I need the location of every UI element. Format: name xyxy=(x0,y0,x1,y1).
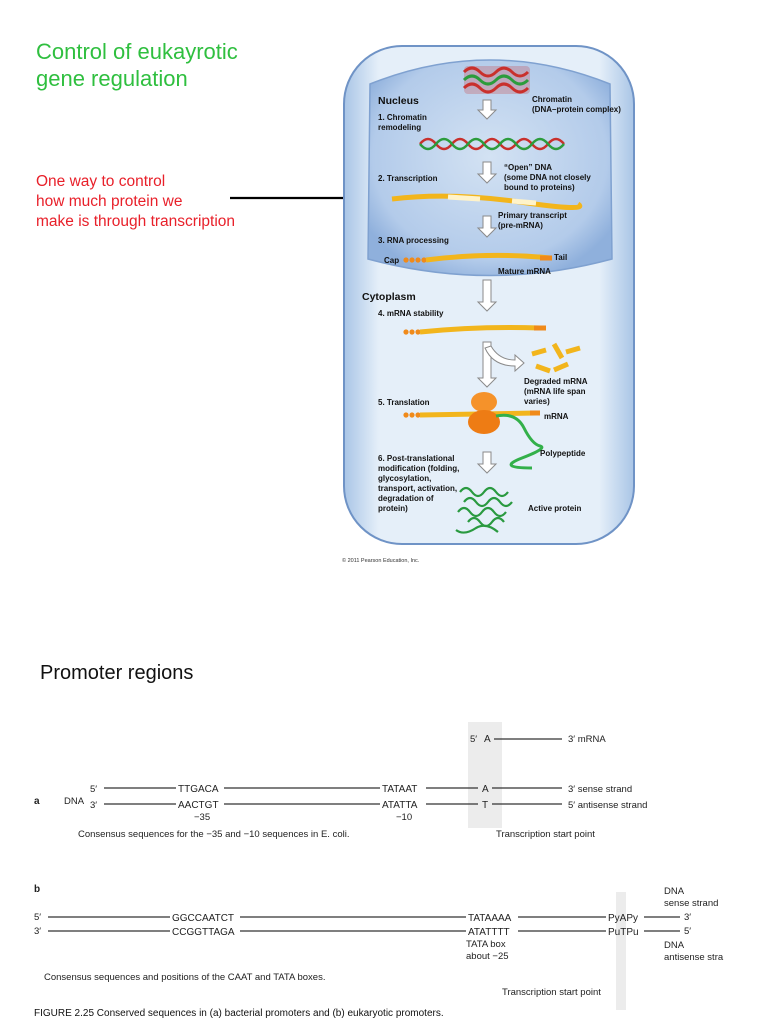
panel-b-dna-bottom: DNA xyxy=(664,940,685,951)
mature-mrna xyxy=(403,252,552,263)
side-note-line-3: make is through transcription xyxy=(36,213,236,230)
step-6-label-3: glycosylation, xyxy=(378,474,431,483)
polypeptide-chain xyxy=(495,413,544,470)
open-dna-label-2: (some DNA not closely xyxy=(504,173,591,182)
open-dna-label: “Open” DNA xyxy=(504,163,552,172)
ribosome xyxy=(471,392,497,412)
open-dna-label-3: bound to proteins) xyxy=(504,183,575,192)
section-title-promoter: Promoter regions xyxy=(40,662,194,684)
seq-putpu: PuTPu xyxy=(608,927,639,938)
title-line-2: gene regulation xyxy=(36,66,188,91)
degraded-mrna-label: Degraded mRNA xyxy=(524,377,588,386)
side-note-line-2: how much protein we xyxy=(36,193,183,210)
flow-arrow-2 xyxy=(476,161,498,184)
seq-tataaaa: TATAAAA xyxy=(468,913,512,924)
seq-atatta: ATATTA xyxy=(382,800,418,811)
nucleus-label: Nucleus xyxy=(378,95,419,107)
copyright: © 2011 Pearson Education, Inc. xyxy=(342,557,420,564)
flow-arrow-3 xyxy=(476,215,498,238)
minus-10-label: −10 xyxy=(396,812,412,823)
tsp-band-b xyxy=(616,892,626,1010)
open-dna xyxy=(419,137,565,151)
step-2-label: 2. Transcription xyxy=(378,174,438,183)
flow-arrow-degrade xyxy=(484,345,525,373)
seq-atatttt: ATATTTT xyxy=(468,927,510,938)
cell-diagram: Nucleus Chromatin (DNA–protein complex) … xyxy=(342,45,635,564)
cytoplasm-mrna xyxy=(403,325,546,335)
tata-box-label: TATA box xyxy=(466,939,506,950)
degraded-mrna-fragments xyxy=(531,342,581,374)
seq-ccggttaga: CCGGTTAGA xyxy=(172,927,235,938)
step-6-label-6: protein) xyxy=(378,504,408,513)
step-6-label-4: transport, activation, xyxy=(378,484,457,493)
mrna-label: mRNA xyxy=(544,412,569,421)
side-note: One way to control how much protein we m… xyxy=(36,172,235,232)
primary-transcript-label-2: (pre-mRNA) xyxy=(498,221,543,230)
mature-mrna-label: Mature mRNA xyxy=(498,267,551,276)
primary-transcript-label: Primary transcript xyxy=(498,211,567,220)
minus-35-label: −35 xyxy=(194,812,210,823)
step-5-label: 5. Translation xyxy=(378,398,430,407)
step-1-label: 1. Chromatin xyxy=(378,113,427,122)
seq-aactgt: AACTGT xyxy=(178,800,219,811)
step-6-label-2: modification (folding, xyxy=(378,464,459,473)
cytoplasm-label: Cytoplasm xyxy=(362,291,416,303)
chromatin-label: Chromatin xyxy=(532,95,572,104)
polypeptide-label: Polypeptide xyxy=(540,449,586,458)
step-1-label-2: remodeling xyxy=(378,123,421,132)
panel-b-5-prime: 5′ xyxy=(34,912,41,923)
panel-b-end-5-prime: 5′ xyxy=(684,926,691,937)
step-3-label: 3. RNA processing xyxy=(378,236,449,245)
active-protein-icon xyxy=(455,486,513,534)
cap-label: Cap xyxy=(384,256,399,265)
seq-ttgaca: TTGACA xyxy=(178,784,219,795)
mrna-label: 3′ mRNA xyxy=(568,734,606,745)
seq-tataat: TATAAT xyxy=(382,784,417,795)
panel-b-sense-label: sense strand xyxy=(664,898,718,909)
panel-a-3-prime: 3′ xyxy=(90,800,97,811)
panel-b-end-3-prime: 3′ xyxy=(684,912,691,923)
page-title: Control of eukayrotic gene regulation xyxy=(36,38,238,92)
flow-arrow-6 xyxy=(476,451,498,474)
seq-pyapy: PyAPy xyxy=(608,913,638,924)
panel-b-3-prime: 3′ xyxy=(34,926,41,937)
degraded-mrna-label-2: (mRNA life span xyxy=(524,387,586,396)
chromatin-label-2: (DNA–protein complex) xyxy=(532,105,621,114)
panel-b-tsp-label: Transcription start point xyxy=(502,987,601,998)
panel-b-label: b xyxy=(34,884,40,895)
panel-b-caption: Consensus sequences and positions of the… xyxy=(44,972,325,983)
panel-b-antisense-label: antisense stra xyxy=(664,952,724,963)
panel-b-dna-top: DNA xyxy=(664,886,685,897)
mrna-start-base: A xyxy=(484,734,491,745)
degraded-mrna-label-3: varies) xyxy=(524,397,550,406)
chromatin-icon xyxy=(462,66,530,94)
panel-a-5-prime: 5′ xyxy=(90,784,97,795)
active-protein-label: Active protein xyxy=(528,504,581,513)
seq-a-start: A xyxy=(482,784,489,795)
promoter-figure: 5′ A 3′ mRNA a DNA 5′ 3′ TTGACA TATAAT A… xyxy=(34,722,724,1019)
mrna-5-prime: 5′ xyxy=(470,734,477,745)
panel-a-caption: Consensus sequences for the −35 and −10 … xyxy=(78,829,349,840)
side-note-line-1: One way to control xyxy=(36,173,166,190)
tail-label: Tail xyxy=(554,253,567,262)
seq-ggccaatct: GGCCAATCT xyxy=(172,913,234,924)
tata-box-position: about −25 xyxy=(466,951,509,962)
step-6-label-5: degradation of xyxy=(378,494,434,503)
flow-arrow-1 xyxy=(476,99,498,120)
panel-a-tsp-label: Transcription start point xyxy=(496,829,595,840)
step-4-label: 4. mRNA stability xyxy=(378,309,444,318)
seq-t-start: T xyxy=(482,800,488,811)
flow-arrow-4 xyxy=(476,279,498,312)
panel-a-label: a xyxy=(34,796,40,807)
sense-strand-label: 3′ sense strand xyxy=(568,784,632,795)
step-6-label: 6. Post-translational xyxy=(378,454,454,463)
tsp-band-a xyxy=(468,722,502,828)
figure-caption: FIGURE 2.25 Conserved sequences in (a) b… xyxy=(34,1008,444,1019)
panel-a-dna-label: DNA xyxy=(64,796,85,807)
title-line-1: Control of eukayrotic xyxy=(36,39,238,64)
antisense-strand-label: 5′ antisense strand xyxy=(568,800,647,811)
